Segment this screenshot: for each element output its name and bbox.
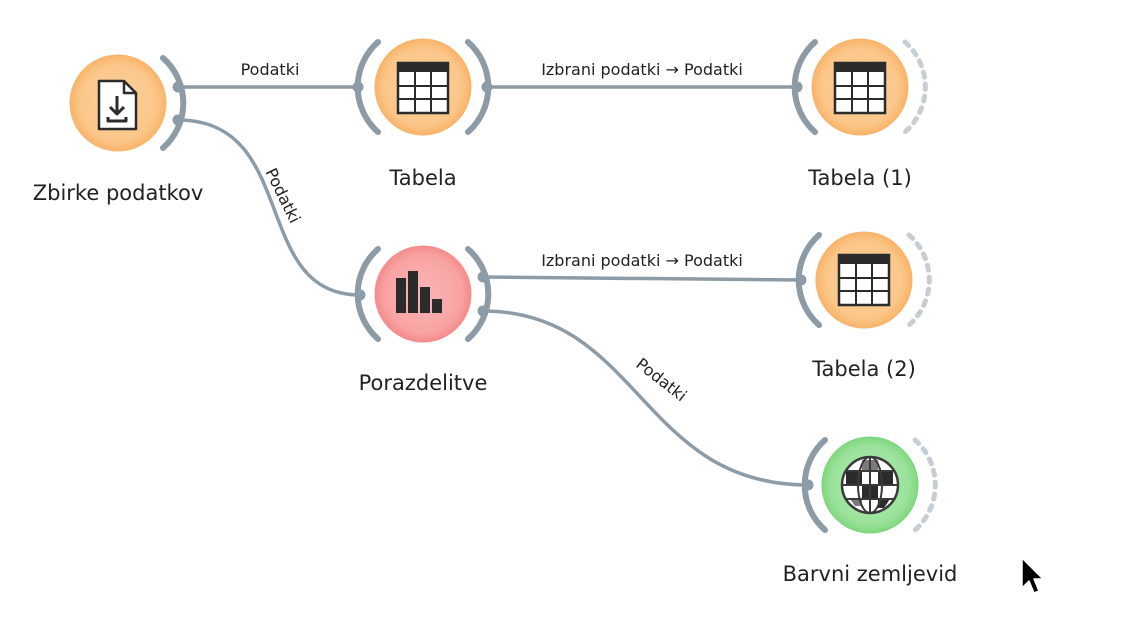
output-anchor[interactable] <box>481 81 493 93</box>
input-anchor[interactable] <box>802 479 814 491</box>
output-anchor[interactable] <box>172 81 184 93</box>
widget-title[interactable]: Tabela (1) <box>807 166 912 190</box>
link-data-to-porazdelitve[interactable]: Podatki <box>177 118 361 297</box>
link-label: Podatki <box>241 60 300 79</box>
output-port-arc[interactable] <box>906 232 932 328</box>
globe-icon <box>840 455 900 515</box>
output-port-arc[interactable] <box>902 39 928 135</box>
link-label: Izbrani podatki → Podatki <box>541 251 743 270</box>
table-icon <box>396 61 450 115</box>
input-anchor[interactable] <box>354 289 366 301</box>
link-path[interactable] <box>482 309 809 487</box>
widget-title[interactable]: Tabela (2) <box>811 357 916 381</box>
link-data-to-tabela[interactable]: Podatki <box>178 60 358 89</box>
widget-title[interactable]: Zbirke podatkov <box>33 181 204 205</box>
output-port-arc[interactable] <box>160 55 187 151</box>
table-icon <box>837 253 891 307</box>
link-path[interactable] <box>482 275 802 282</box>
link-path[interactable] <box>177 118 361 297</box>
widget-zbirke-podatkov[interactable]: Zbirke podatkov <box>33 54 204 205</box>
widget-barvni-zemljevid[interactable]: Barvni zemljevid <box>783 436 958 586</box>
widget-porazdelitve[interactable]: Porazdelitve <box>354 245 492 395</box>
bar-chart-icon <box>396 271 442 313</box>
mouse-pointer-icon <box>1021 557 1044 594</box>
output-anchor[interactable] <box>477 271 489 283</box>
output-anchor[interactable] <box>477 305 489 317</box>
widget-tabela-1[interactable]: Tabela (1) <box>791 38 928 190</box>
table-icon <box>833 61 887 115</box>
widget-title[interactable]: Porazdelitve <box>359 371 488 395</box>
output-port-arc[interactable] <box>912 437 938 533</box>
link-tabela-to-tabela-1[interactable]: Izbrani podatki → Podatki <box>487 60 797 89</box>
input-anchor[interactable] <box>791 81 803 93</box>
widget-title[interactable]: Barvni zemljevid <box>783 562 958 586</box>
input-anchor[interactable] <box>352 81 364 93</box>
link-porazdelitve-to-zemljevid[interactable]: Podatki <box>482 309 809 487</box>
output-anchor[interactable] <box>172 114 184 126</box>
link-porazdelitve-to-tabela-2[interactable]: Izbrani podatki → Podatki <box>482 251 802 282</box>
widget-title[interactable]: Tabela <box>388 166 456 190</box>
widget-tabela-2[interactable]: Tabela (2) <box>795 231 932 381</box>
input-anchor[interactable] <box>795 274 807 286</box>
link-label: Izbrani podatki → Podatki <box>541 60 743 79</box>
output-port-arc[interactable] <box>465 246 492 342</box>
widget-tabela[interactable]: Tabela <box>352 38 493 190</box>
file-download-icon <box>97 79 138 131</box>
